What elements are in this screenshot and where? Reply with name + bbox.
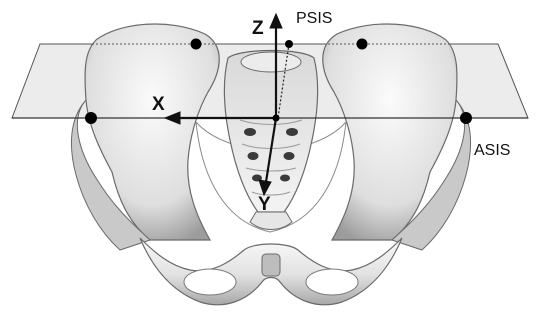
psis-label: PSIS (296, 10, 332, 27)
z-axis-label: Z (252, 18, 264, 39)
right-obturator-foramen (306, 269, 358, 295)
x-axis-label: X (152, 94, 165, 115)
left-obturator-foramen (184, 269, 236, 295)
right-psis-point (357, 39, 368, 50)
y-axis-label: Y (258, 194, 271, 215)
z-axis-arrowhead (270, 14, 282, 28)
psis-midpoint (285, 40, 293, 48)
left-asis-point (85, 112, 97, 124)
pelvis-bone (71, 24, 470, 305)
right-asis-point (460, 112, 472, 124)
lumbar-vertebra (241, 52, 301, 72)
asis-label: ASIS (474, 142, 510, 159)
left-psis-point (191, 39, 202, 50)
origin-point (273, 115, 280, 122)
pubic-symphysis (262, 254, 280, 276)
